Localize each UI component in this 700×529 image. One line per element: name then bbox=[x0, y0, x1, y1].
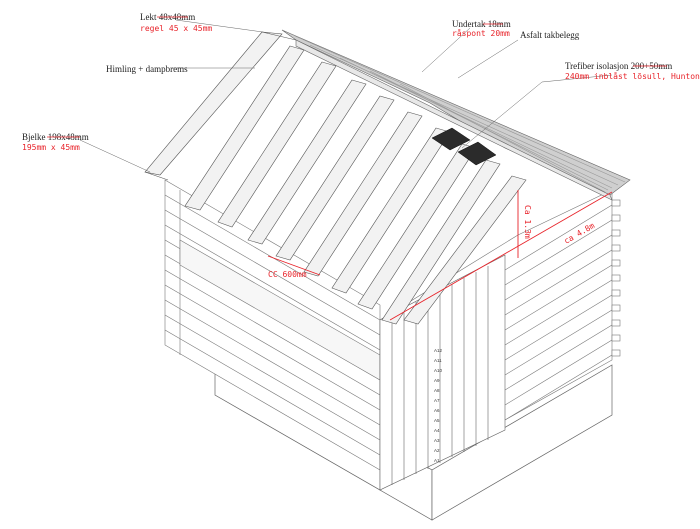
inblast-label: 240mm inblåst lõsull, Hunton bbox=[565, 71, 700, 81]
door-number: A2 bbox=[434, 448, 440, 453]
himling-label: Himling + dampbrems bbox=[106, 64, 188, 74]
leader-lines bbox=[79, 19, 613, 173]
height-dimension: Ca 1.3m bbox=[523, 205, 532, 239]
bjelke-new-label: 195mm x 45mm bbox=[22, 143, 80, 152]
roof-covering bbox=[281, 29, 631, 201]
undertak-label: Undertak 18mm bbox=[452, 19, 511, 29]
door-number: A9 bbox=[434, 378, 440, 383]
door-number: A10 bbox=[434, 368, 443, 373]
ridge-edge bbox=[144, 31, 297, 181]
left-log-wall bbox=[164, 179, 381, 471]
raspont-label: råspont 20mm bbox=[452, 28, 510, 38]
door-board-numbers: A12 A11 A10 A9 A8 A7 A6 A5 A4 A3 A2 A1 bbox=[434, 348, 443, 463]
door-number: A1 bbox=[434, 458, 440, 463]
trefiber-label: Trefiber isolasjon 200+50mm bbox=[565, 61, 672, 71]
door-number: A12 bbox=[434, 348, 443, 353]
cc-dimension: CC 600mm bbox=[268, 270, 307, 279]
dimension-lines bbox=[267, 190, 613, 321]
door-number: A3 bbox=[434, 438, 440, 443]
door-number: A6 bbox=[434, 408, 440, 413]
strike-marks bbox=[47, 16, 667, 138]
door-number: A4 bbox=[434, 428, 440, 433]
regel-label: regel 45 x 45mm bbox=[140, 24, 212, 33]
rafters bbox=[144, 31, 527, 325]
door-number: A11 bbox=[434, 358, 442, 363]
asfalt-label: Asfalt takbelegg bbox=[520, 30, 580, 40]
insulation-blocks bbox=[431, 127, 497, 166]
door-number: A5 bbox=[434, 418, 440, 423]
door-number: A7 bbox=[434, 398, 440, 403]
door-number: A8 bbox=[434, 388, 440, 393]
